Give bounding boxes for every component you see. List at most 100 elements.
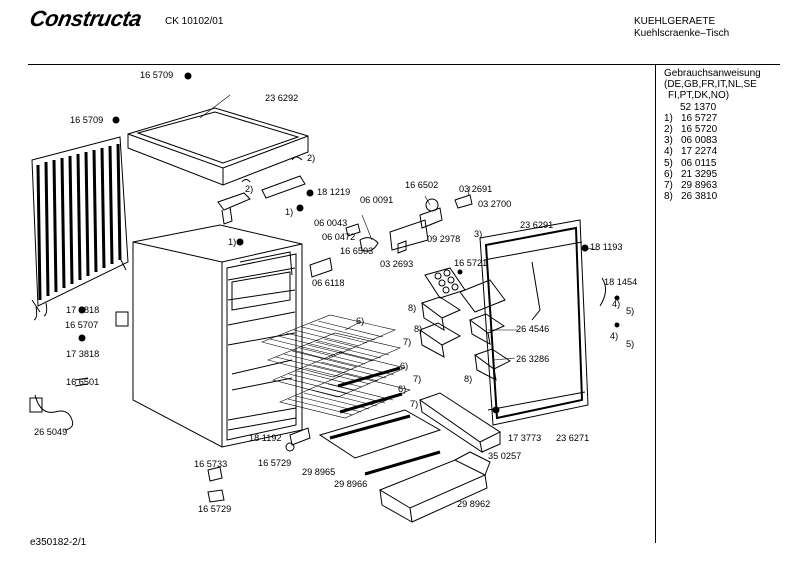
part-label: 16 5709	[70, 115, 104, 125]
part-label: 23 6291	[520, 220, 554, 230]
glass-plate	[318, 409, 442, 459]
legend-item: 6) 21 3295	[664, 169, 761, 180]
part-label: 16 5721	[454, 258, 488, 268]
legend-item-part: 17 2274	[681, 146, 718, 158]
part-label: 5)	[626, 339, 635, 349]
part-label: 16 5709	[140, 70, 174, 80]
part-label: 29 8962	[457, 499, 491, 509]
part-label: 03 2700	[478, 199, 512, 209]
legend-divider	[655, 65, 656, 543]
door	[479, 219, 589, 426]
condenser-coil	[31, 136, 129, 321]
legend-item-number: 7)	[664, 180, 673, 192]
part-label: 7)	[413, 374, 422, 384]
part-label: 6)	[356, 316, 365, 326]
part-label: 09 2978	[427, 234, 461, 244]
part-label: 16 5707	[65, 320, 99, 330]
legend-title-number: 52 1370	[680, 101, 717, 113]
subcategory: Kuehlscraenke–Tisch	[634, 28, 730, 39]
legend-title-2: (DE,GB,FR,IT,NL,SE	[664, 79, 757, 91]
legend-item-part: 21 3295	[681, 168, 718, 180]
category: KUEHLGERAETE	[634, 16, 716, 27]
part-label: 06 0043	[314, 218, 348, 228]
parts-legend: Gebrauchsanweisung (DE,GB,FR,IT,NL,SE FI…	[664, 68, 761, 202]
part-label: 23 6292	[265, 93, 299, 103]
part-label: 8)	[408, 303, 417, 313]
part-label: 2)	[307, 153, 316, 163]
part-label: 18 1193	[590, 242, 623, 252]
part-label: 6)	[398, 384, 407, 394]
part-label: 17 3818	[66, 349, 100, 359]
part-label: 16 6503	[340, 246, 374, 256]
part-label: 5)	[626, 306, 635, 316]
part-label: 7)	[410, 399, 419, 409]
part-label: 35 0257	[488, 451, 522, 461]
leader-lines	[199, 94, 599, 361]
legend-title-1: Gebrauchsanweisung	[664, 68, 761, 79]
wire-shelves	[261, 314, 411, 419]
worktop	[127, 107, 309, 186]
part-label: 6)	[400, 361, 409, 371]
part-label: 06 0091	[360, 195, 394, 205]
part-label: 8)	[464, 374, 473, 384]
door-bin	[418, 392, 502, 454]
part-label: 3)	[474, 229, 483, 239]
cabinet-body	[132, 224, 303, 448]
part-label: 03 2691	[459, 184, 493, 194]
feet	[207, 442, 295, 503]
legend-item: 3) 06 0083	[664, 135, 761, 146]
part-label: 23 6271	[556, 433, 590, 443]
legend-item-number: 6)	[664, 168, 673, 180]
legend-item-number: 3)	[664, 135, 673, 147]
legend-item-part: 16 5720	[681, 124, 718, 136]
part-label: 4)	[610, 331, 619, 341]
legend-item-part: 26 3810	[681, 191, 718, 203]
screws	[78, 72, 620, 414]
legend-title-3: FI,PT,DK,NO)	[668, 90, 730, 102]
legend-item-part: 06 0115	[681, 157, 717, 169]
part-label: 17 3818	[66, 305, 100, 315]
part-label: 26 3286	[516, 354, 550, 364]
legend-item: 2) 16 5720	[664, 124, 761, 135]
part-label: 16 5733	[194, 459, 228, 469]
door-shelves	[418, 279, 511, 381]
part-label: 2)	[245, 184, 254, 194]
legend-item: 8) 26 3810	[664, 191, 761, 202]
crisper-drawer	[378, 451, 491, 523]
document-id: e350182-2/1	[30, 537, 87, 548]
legend-item: 5) 06 0115	[664, 158, 761, 169]
power-cord	[29, 311, 129, 431]
header-divider	[28, 64, 780, 65]
part-label: 1)	[285, 207, 294, 217]
part-label: 16 6502	[405, 180, 439, 190]
legend-item-number: 4)	[664, 146, 673, 158]
part-label: 06 0472	[322, 232, 356, 242]
legend-item-number: 1)	[664, 112, 673, 124]
part-label: 16 5729	[258, 458, 292, 468]
part-label: 18 1454	[604, 277, 638, 287]
part-label: 7)	[403, 337, 412, 347]
part-label: 26 4546	[516, 324, 550, 334]
part-label: 8)	[414, 324, 423, 334]
legend-item-part: 06 0083	[681, 135, 718, 147]
part-label: 26 5049	[34, 427, 68, 437]
legend-item: 7) 29 8963	[664, 180, 761, 191]
part-label: 16 6501	[66, 377, 100, 387]
egg-tray	[424, 267, 466, 299]
hinges	[217, 175, 606, 446]
legend-item-number: 5)	[664, 157, 673, 169]
trim-strips	[329, 366, 441, 476]
legend-item: 4) 17 2274	[664, 146, 761, 157]
part-label: 18 1192	[249, 433, 282, 443]
model-number: CK 10102/01	[165, 16, 224, 27]
part-label: 4)	[612, 299, 621, 309]
part-label: 29 8965	[302, 467, 336, 477]
part-label: 18 1219	[317, 187, 351, 197]
part-label: 06 6118	[312, 278, 345, 288]
part-label: 29 8966	[334, 479, 368, 489]
legend-item-part: 29 8963	[681, 180, 718, 192]
part-label: 17 3773	[508, 433, 542, 443]
legend-item-number: 2)	[664, 124, 673, 136]
legend-item-number: 8)	[664, 191, 673, 203]
